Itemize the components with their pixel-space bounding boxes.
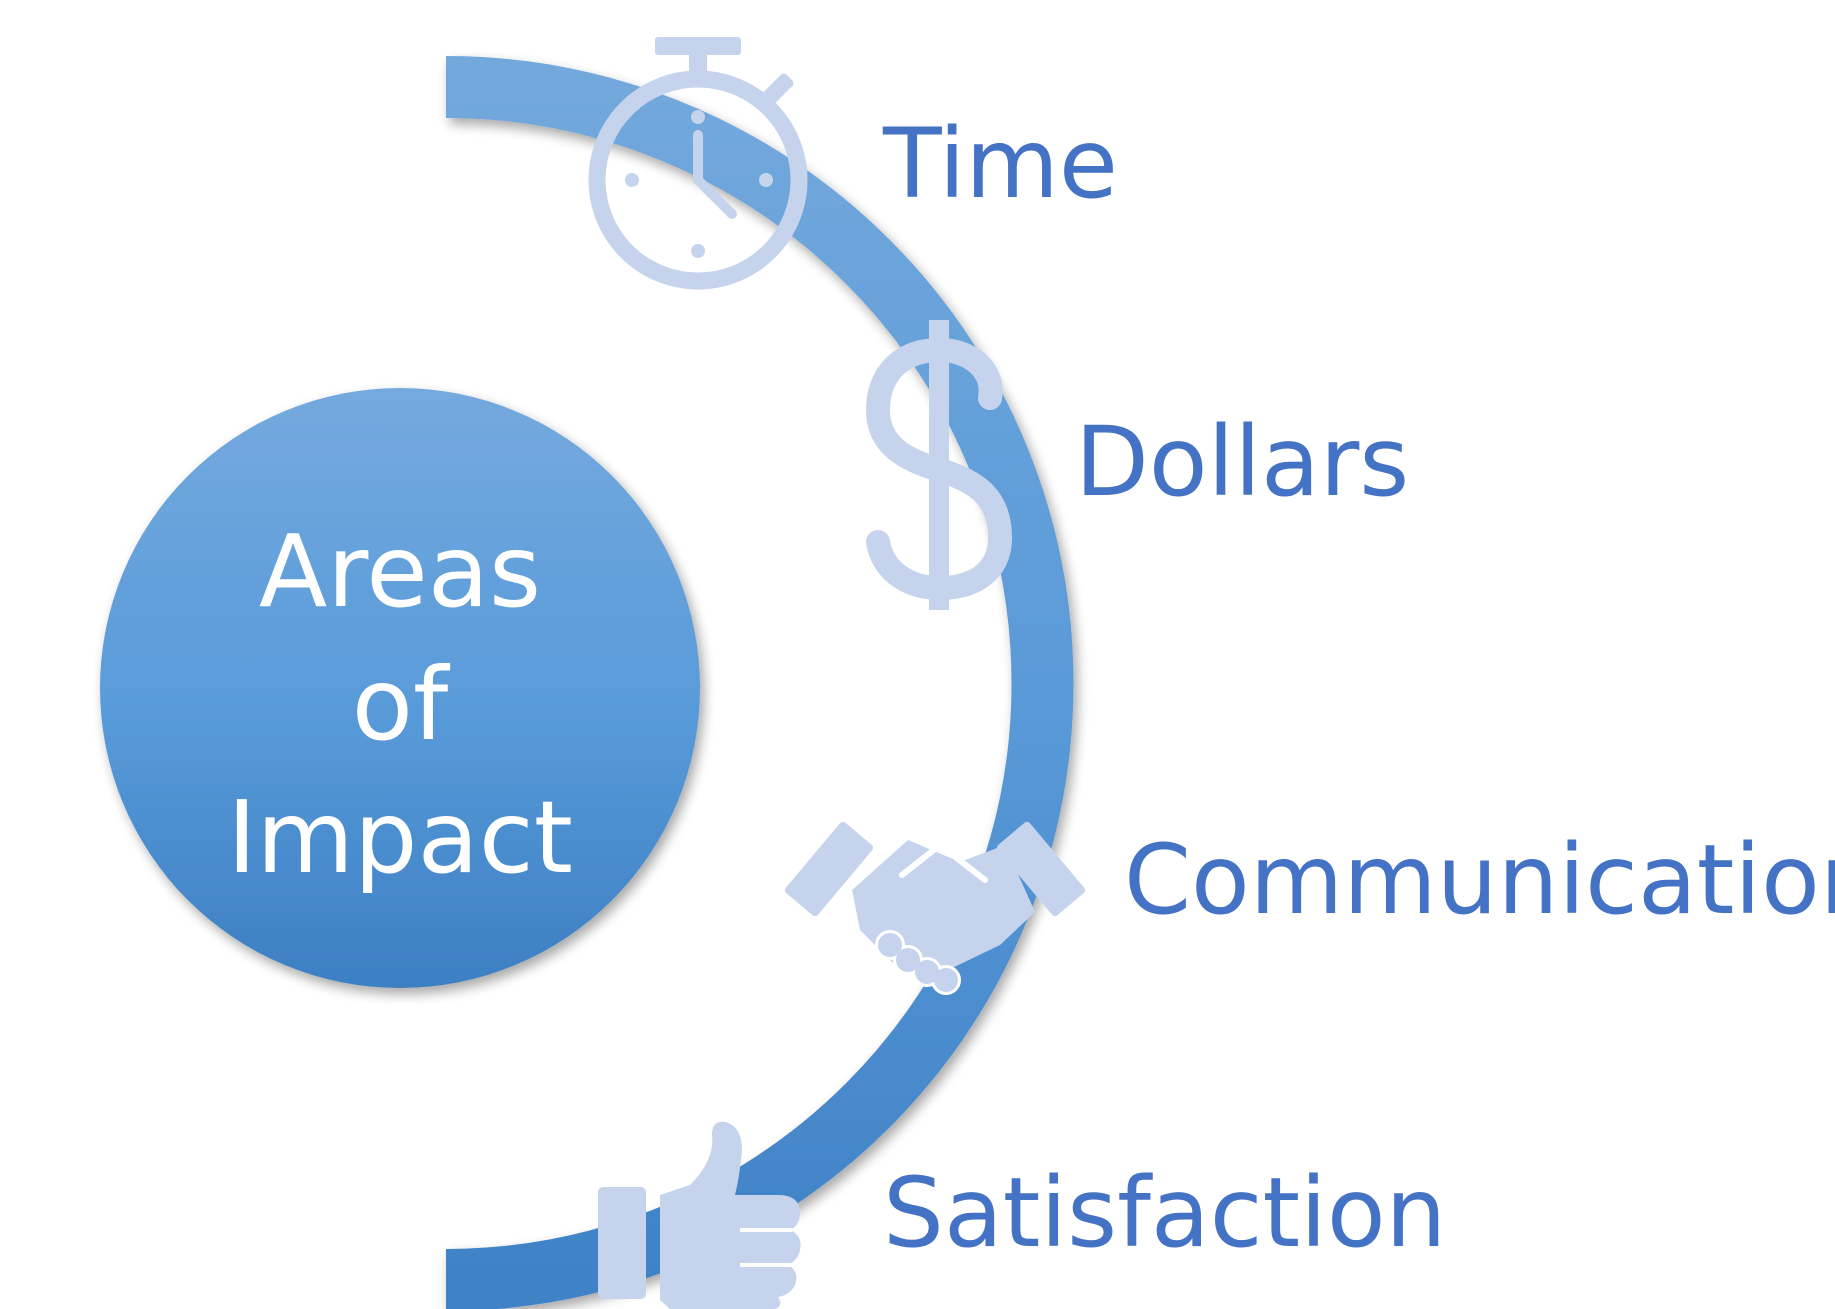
stopwatch-icon: [588, 37, 808, 290]
area-label-satisfaction: Satisfaction: [883, 1157, 1447, 1269]
center-title-line-1: Areas: [258, 513, 542, 630]
center-title-line-3: Impact: [227, 779, 573, 896]
center-title: Areas of Impact: [100, 505, 700, 904]
handshake-icon: [784, 821, 1086, 995]
thumbs-up-icon: [598, 1121, 801, 1309]
center-title-line-2: of: [351, 646, 449, 763]
dollar-sign-icon: [865, 320, 1013, 610]
center-circle: [100, 388, 700, 988]
area-label-time: Time: [883, 108, 1118, 220]
area-label-dollars: Dollars: [1075, 406, 1410, 518]
area-label-communication: Communication: [1124, 824, 1835, 936]
